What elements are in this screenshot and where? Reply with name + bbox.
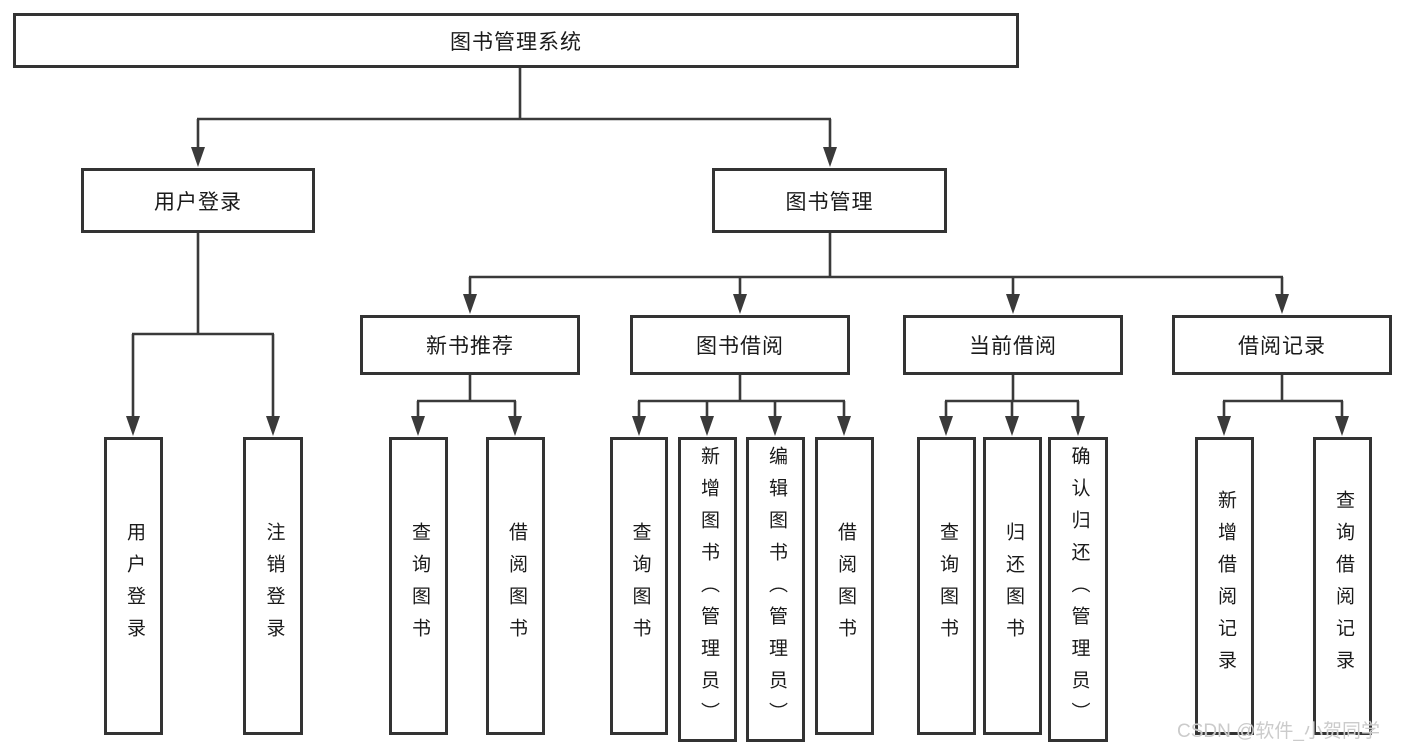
node-book-management: 图书管理 — [712, 168, 947, 233]
leaf-current-query-books: 查询图书 — [917, 437, 976, 735]
leaf-current-query-books-label: 查询图书 — [936, 522, 958, 650]
leaf-current-return-books: 归还图书 — [983, 437, 1042, 735]
leaf-newrec-borrow-books: 借阅图书 — [486, 437, 545, 735]
leaf-current-confirm-return-admin: 确认归还（管理员） — [1048, 437, 1108, 742]
arrowheads — [126, 147, 1349, 436]
leaf-borrow-borrow-books-label: 借阅图书 — [834, 522, 856, 650]
leaf-borrow-add-books-admin: 新增图书（管理员） — [678, 437, 737, 742]
node-current-borrowing: 当前借阅 — [903, 315, 1123, 375]
leaf-current-confirm-return-admin-label: 确认归还（管理员） — [1068, 445, 1090, 734]
leaf-records-add-record-label: 新增借阅记录 — [1214, 490, 1236, 682]
leaf-borrow-add-books-admin-label: 新增图书（管理员） — [697, 445, 719, 734]
leaf-borrow-edit-books-admin: 编辑图书（管理员） — [746, 437, 805, 742]
node-library-management-system: 图书管理系统 — [13, 13, 1019, 68]
leaf-newrec-borrow-books-label: 借阅图书 — [505, 522, 527, 650]
leaf-user-login: 用户登录 — [104, 437, 163, 735]
leaf-newrec-query-books: 查询图书 — [389, 437, 448, 735]
leaf-borrow-query-books: 查询图书 — [610, 437, 668, 735]
node-new-book-recommendation: 新书推荐 — [360, 315, 580, 375]
node-borrowing-records: 借阅记录 — [1172, 315, 1392, 375]
leaf-logout-label: 注销登录 — [263, 522, 285, 650]
node-user-login: 用户登录 — [81, 168, 315, 233]
leaf-records-query-record: 查询借阅记录 — [1313, 437, 1372, 735]
leaf-records-query-record-label: 查询借阅记录 — [1332, 490, 1354, 682]
watermark: CSDN @软件_小贺同学 — [1177, 721, 1380, 742]
leaf-logout: 注销登录 — [243, 437, 303, 735]
leaf-current-return-books-label: 归还图书 — [1002, 522, 1024, 650]
leaf-newrec-query-books-label: 查询图书 — [408, 522, 430, 650]
leaf-borrow-edit-books-admin-label: 编辑图书（管理员） — [765, 445, 787, 734]
node-book-borrowing: 图书借阅 — [630, 315, 850, 375]
leaf-records-add-record: 新增借阅记录 — [1195, 437, 1254, 735]
leaf-borrow-query-books-label: 查询图书 — [629, 522, 651, 650]
leaf-borrow-borrow-books: 借阅图书 — [815, 437, 874, 735]
leaf-user-login-label: 用户登录 — [123, 522, 145, 650]
